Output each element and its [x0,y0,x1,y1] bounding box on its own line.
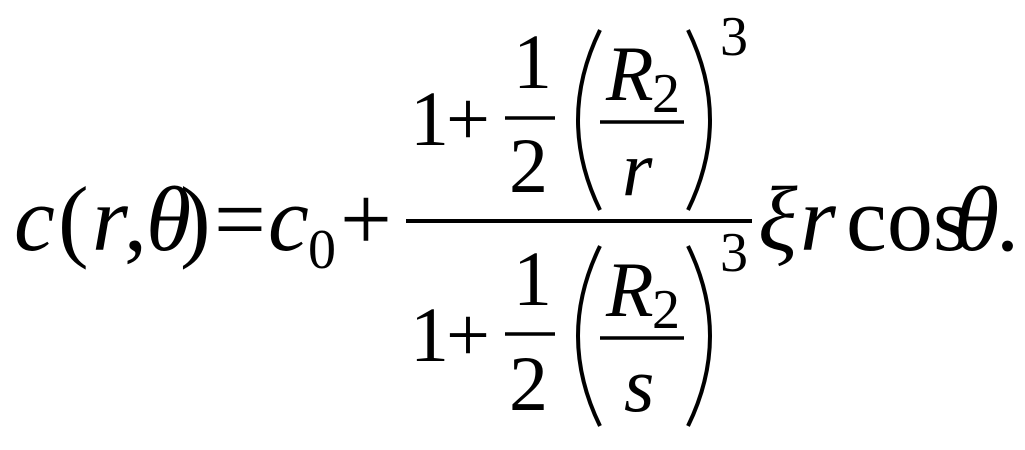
denominator-exponent: 3 [720,222,748,284]
lhs-arg-r: r [92,168,129,270]
lhs-close-paren: ) [180,168,211,270]
numerator-plus: + [446,75,490,162]
c0-term: c 0 [268,168,336,281]
numerator-one: 1 [410,75,449,162]
lhs-arg-theta: θ [146,168,191,270]
denominator: 1 + 1 2 R 2 s 3 [410,222,748,428]
tail-theta: θ [954,168,999,270]
numerator-ratio-R: R [605,30,654,117]
denominator-ratio-subscript: 2 [652,279,680,341]
numerator-ratio-r: r [622,125,653,212]
numerator-right-paren [686,29,712,211]
numerator-exponent: 3 [720,6,748,68]
lhs-comma: , [124,168,147,270]
tail-period: . [996,168,1019,270]
lhs-function: c [14,168,55,270]
numerator-ratio-subscript: 2 [652,63,680,125]
tail-r: r [800,168,837,270]
tail-xi: ξ [758,168,798,270]
numerator-half-numerator: 1 [513,18,552,105]
equals-sign: = [214,168,266,270]
numerator-half-denominator: 2 [509,122,548,209]
denominator-plus: + [446,291,490,378]
denominator-one: 1 [410,291,449,378]
denominator-half-denominator: 2 [509,340,548,427]
denominator-ratio-s: s [624,341,654,428]
denominator-right-paren [686,245,712,427]
numerator-left-paren [576,29,602,211]
tail-term: ξ r cos θ . [758,168,1019,270]
c0-base: c [268,168,309,270]
denominator-half-numerator: 1 [513,235,552,322]
denominator-left-paren [576,245,602,427]
plus-sign: + [340,168,392,270]
lhs-open-paren: ( [58,168,89,270]
lhs: c ( r , θ ) [14,168,211,270]
denominator-ratio-R: R [605,246,654,333]
c0-subscript: 0 [308,219,336,281]
numerator: 1 + 1 2 R 2 r 3 [410,6,748,212]
tail-cos: cos [846,168,969,270]
